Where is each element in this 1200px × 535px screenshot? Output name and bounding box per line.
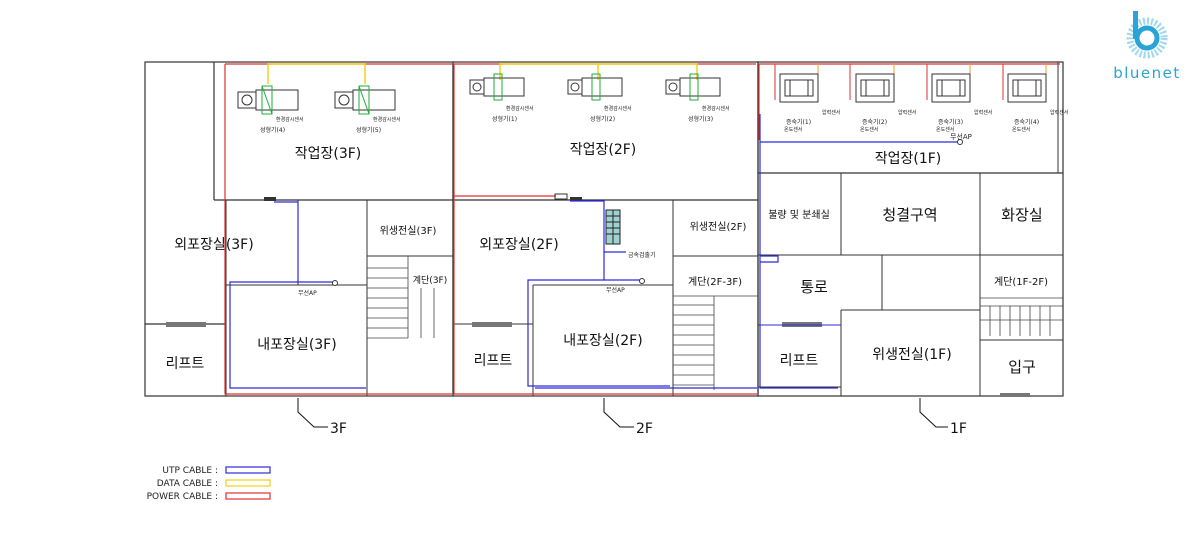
room-hygiene-2f: 위생전실(2F): [690, 220, 747, 233]
machine-2f-3: [665, 73, 721, 101]
brand-logo: bluenet: [1100, 8, 1194, 88]
room-workshop-3f: 작업장(3F): [295, 146, 362, 162]
floor-1f: 압력센서 증숙기(1) 온도센서 압력센서 증숙기(2) 온도센서 압력센서 증…: [757, 61, 1068, 437]
sensor-label: 환경감시센서: [506, 105, 534, 112]
brand-name: bluenet: [1113, 64, 1181, 82]
room-lift-2f: 리프트: [474, 353, 513, 369]
machine-label: 증숙기(1): [786, 118, 811, 126]
sub-sensor-label: 온도센서: [860, 126, 878, 133]
legend-utp-label: UTP CABLE :: [162, 466, 218, 476]
room-inner-packing-2f: 내포장실(2F): [563, 333, 642, 349]
floor-3f: 환경감시센서 성형기(4) 환경감시센서 성형기(5) 무선AP 작업장(3F)…: [144, 61, 454, 437]
room-stairs-3f: 계단(3F): [413, 274, 448, 286]
machine-label: 성형기(3): [688, 115, 713, 123]
room-hygiene-3f: 위생전실(3F): [380, 224, 437, 237]
room-entrance: 입구: [1008, 358, 1036, 376]
machine-label: 성형기(1): [492, 115, 517, 123]
room-restroom: 화장실: [1001, 206, 1042, 224]
steamer-1f-4: [1007, 73, 1047, 103]
room-stairs-1f: 계단(1F-2F): [994, 276, 1048, 288]
floor-label-2f: 2F: [636, 421, 653, 437]
machine-2f-1: [469, 73, 525, 101]
sensor-label: 환경감시센서: [702, 105, 730, 112]
machine-label: 증숙기(4): [1014, 118, 1039, 126]
sub-sensor-label: 온도센서: [936, 126, 954, 133]
room-lift-1f: 리프트: [780, 353, 819, 369]
legend-data-label: DATA CABLE :: [157, 479, 218, 489]
room-clean-zone: 청결구역: [882, 206, 937, 224]
steamer-1f-1: [779, 73, 819, 103]
floor-label-3f: 3F: [330, 421, 347, 437]
wireless-ap-icon: [332, 280, 338, 286]
room-workshop-2f: 작업장(2F): [570, 142, 637, 158]
room-hygiene-1f: 위생전실(1F): [872, 347, 951, 363]
door: [472, 322, 512, 327]
room-workshop-1f: 작업장(1F): [875, 151, 942, 167]
stairs-1f: [980, 297, 1063, 336]
sensor-label: 환경감시센서: [276, 116, 304, 123]
stairs-2f: [673, 295, 758, 390]
room-outer-packing-3f: 외포장실(3F): [174, 237, 253, 253]
steamer-1f-3: [931, 73, 971, 103]
sensor-label: 압력센서: [1050, 109, 1068, 116]
sensor-label: 환경감시센서: [604, 105, 632, 112]
wireless-ap-icon: [957, 139, 963, 145]
door: [1000, 393, 1030, 397]
sub-sensor-label: 온도센서: [1012, 126, 1030, 133]
floor-label-1f: 1F: [950, 421, 967, 437]
sensor-label: 압력센서: [898, 109, 916, 116]
legend-utp-swatch: [225, 466, 271, 474]
legend-data-swatch: [225, 479, 271, 487]
sensor-label: 압력센서: [974, 109, 992, 116]
steamer-1f-2: [855, 73, 895, 103]
machine-label: 증숙기(2): [862, 118, 887, 126]
room-lift-3f: 리프트: [166, 356, 205, 372]
legend-power-label: POWER CABLE :: [147, 492, 218, 502]
bluenet-logo-icon: [1126, 11, 1168, 59]
machine-3f-1: [237, 85, 299, 115]
machine-label: 성형기(2): [590, 115, 615, 123]
metal-detector-icon: [605, 209, 621, 245]
door: [166, 322, 206, 327]
floor-2f: 금속검출기 환경감시센서 성형기(1) 환경감시센서 성형기(2) 환경감시센서…: [452, 61, 759, 437]
sensor-label: 환경감시센서: [373, 116, 401, 123]
legend-power-swatch: [225, 492, 271, 500]
sensor-label: 압력센서: [822, 109, 840, 116]
wireless-ap-icon: [639, 278, 645, 284]
machine-2f-2: [567, 73, 623, 101]
machine-3f-2: [334, 85, 396, 115]
door: [264, 197, 276, 201]
machine-label: 성형기(4): [260, 126, 285, 134]
legend: UTP CABLE : DATA CABLE : POWER CABLE :: [147, 466, 271, 502]
door: [570, 197, 582, 201]
room-defect: 불량 및 분쇄실: [768, 209, 830, 221]
ap-label: 무선AP: [950, 132, 972, 141]
room-inner-packing-3f: 내포장실(3F): [257, 337, 336, 353]
metal-detector-label: 금속검출기: [628, 251, 656, 259]
ap-label: 무선AP: [298, 289, 317, 297]
room-outer-packing-2f: 외포장실(2F): [479, 237, 558, 253]
sub-sensor-label: 온도센서: [784, 126, 802, 133]
room-stairs-2f: 계단(2F-3F): [688, 276, 742, 288]
room-corridor: 통로: [800, 278, 828, 296]
junction-box: [554, 193, 568, 200]
machine-label: 증숙기(3): [938, 118, 963, 126]
ap-label: 무선AP: [606, 286, 625, 294]
machine-label: 성형기(5): [356, 126, 381, 134]
stairs-3f: [367, 256, 435, 339]
